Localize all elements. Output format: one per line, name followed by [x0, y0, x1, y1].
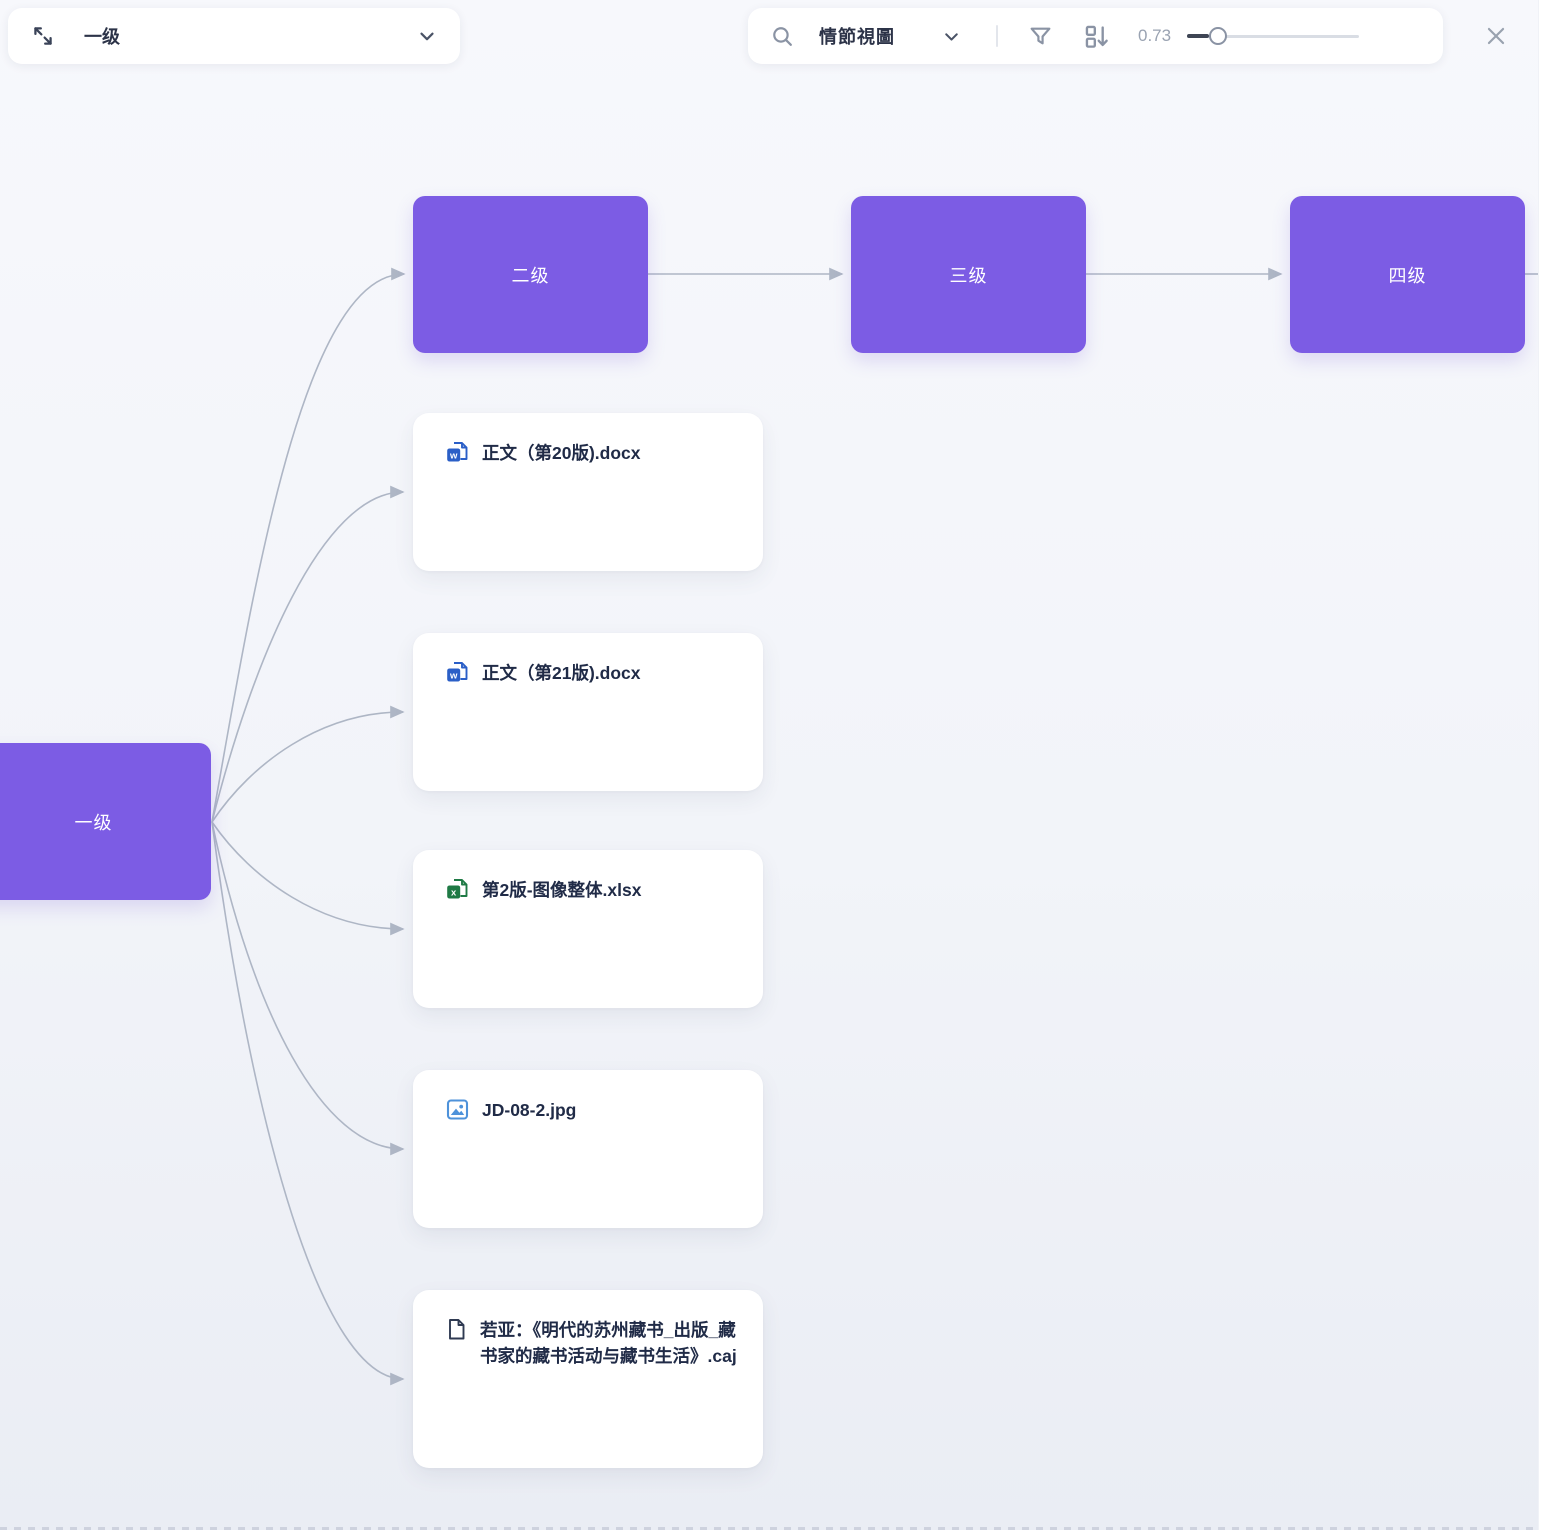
node-level-2[interactable]: 二级	[413, 196, 648, 353]
search-toolbar: 情節視圖 0.73	[748, 8, 1443, 64]
generic-file-icon	[446, 1318, 467, 1346]
image-file-icon	[446, 1098, 469, 1126]
file-card-docx-21[interactable]: w 正文（第21版).docx	[413, 633, 763, 791]
layout-sort-icon[interactable]	[1083, 23, 1110, 50]
word-file-icon: w	[446, 441, 469, 469]
file-card-jpg[interactable]: JD-08-2.jpg	[413, 1070, 763, 1228]
close-button[interactable]	[1480, 20, 1512, 52]
file-card-xlsx[interactable]: x 第2版-图像整体.xlsx	[413, 850, 763, 1008]
node-label: 二级	[511, 265, 550, 286]
search-icon[interactable]	[770, 24, 795, 49]
chevron-down-icon[interactable]	[941, 26, 962, 47]
file-name: 若亚：《明代的苏州藏书_出版_藏书家的藏书活动与藏书生活》.caj	[480, 1320, 737, 1367]
file-card-caj[interactable]: 若亚：《明代的苏州藏书_出版_藏书家的藏书活动与藏书生活》.caj	[413, 1290, 763, 1468]
svg-text:x: x	[451, 888, 457, 899]
edge	[211, 267, 406, 823]
selected-node-label: 一级	[84, 27, 120, 47]
node-level-3[interactable]: 三级	[851, 196, 1086, 353]
edge	[211, 821, 405, 1386]
file-name: 第2版-图像整体.xlsx	[482, 880, 642, 900]
filter-icon[interactable]	[1028, 24, 1053, 49]
bottom-edge-pattern	[0, 1527, 1538, 1530]
excel-file-icon: x	[446, 878, 469, 906]
node-label: 四级	[1388, 265, 1427, 286]
file-name: JD-08-2.jpg	[482, 1100, 577, 1120]
edge	[211, 821, 405, 936]
zoom-value: 0.73	[1138, 26, 1172, 45]
edge	[211, 705, 405, 823]
toolbar-divider	[996, 25, 998, 47]
node-level-4[interactable]: 四级	[1290, 196, 1525, 353]
node-label: 三级	[949, 265, 988, 286]
svg-text:w: w	[449, 451, 458, 462]
node-level-1[interactable]: 一级	[0, 743, 211, 900]
zoom-slider-thumb[interactable]	[1209, 27, 1228, 45]
expand-icon[interactable]	[30, 23, 56, 49]
edge	[211, 821, 405, 1156]
edge	[211, 485, 405, 823]
word-file-icon: w	[446, 661, 469, 689]
file-name: 正文（第21版).docx	[482, 663, 641, 683]
file-name: 正文（第20版).docx	[482, 443, 641, 463]
zoom-slider[interactable]	[1187, 27, 1360, 45]
node-selector[interactable]: 一级	[8, 8, 460, 64]
file-card-docx-20[interactable]: w 正文（第20版).docx	[413, 413, 763, 571]
right-gutter	[1538, 0, 1558, 1530]
svg-text:w: w	[449, 671, 458, 682]
zoom-slider-fill	[1187, 34, 1210, 38]
view-mode-label: 情節視圖	[819, 27, 895, 47]
chevron-down-icon[interactable]	[416, 25, 438, 47]
node-label: 一级	[74, 812, 113, 833]
zoom-slider-track[interactable]	[1187, 34, 1360, 38]
